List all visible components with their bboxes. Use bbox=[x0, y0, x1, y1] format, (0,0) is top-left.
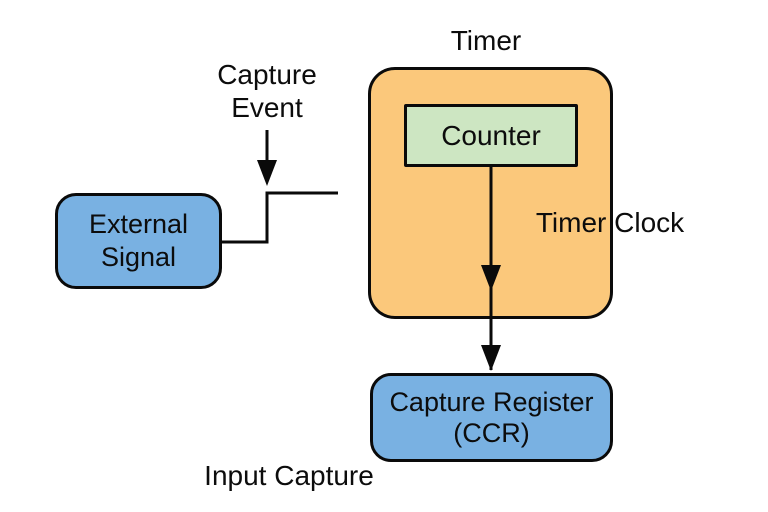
capture-event-label-line1: Capture bbox=[217, 59, 317, 90]
capture-register-box: Capture Register (CCR) bbox=[370, 373, 613, 462]
timer-clock-label: Timer Clock bbox=[535, 207, 685, 238]
counter-box: Counter bbox=[404, 104, 578, 167]
input-capture-label: Input Capture bbox=[204, 460, 374, 491]
capture-event-label-line2: Event bbox=[231, 92, 303, 123]
external-signal-box: External Signal bbox=[55, 193, 222, 289]
capture-event-label: Capture Event bbox=[217, 58, 317, 124]
capture-register-label-line2: (CCR) bbox=[453, 417, 530, 448]
capture-register-label-line1: Capture Register bbox=[389, 386, 594, 417]
signal-step-line bbox=[220, 191, 338, 244]
capture-event-arrowhead-icon bbox=[257, 160, 277, 186]
counter-label: Counter bbox=[441, 119, 541, 151]
ccr-arrowhead-icon bbox=[481, 345, 501, 371]
timer-title: Timer bbox=[450, 25, 522, 56]
external-signal-label-line2: Signal bbox=[100, 242, 177, 272]
external-signal-label-line1: External bbox=[88, 209, 189, 239]
